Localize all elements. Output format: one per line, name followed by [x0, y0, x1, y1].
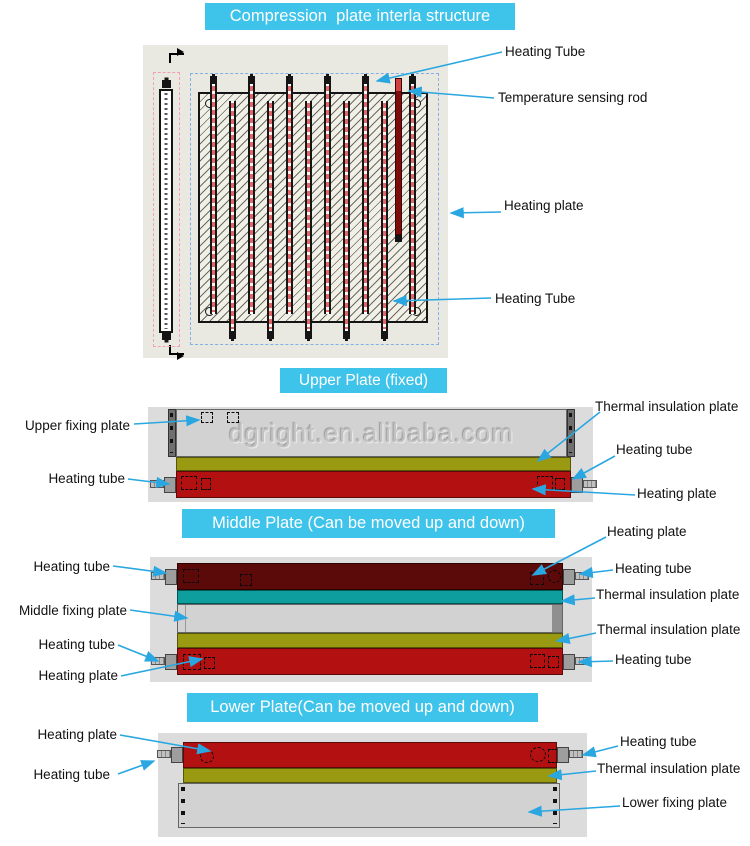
tick-marks	[181, 787, 185, 824]
thermal-insulation-graphic	[176, 457, 571, 471]
arrow-line	[449, 207, 502, 219]
heating-tube-label: Heating tube	[616, 442, 693, 457]
dashed-detail	[530, 572, 544, 585]
heating-tube-graphic	[362, 76, 369, 314]
dashed-detail	[204, 657, 215, 669]
heating-tube-label: Heating tube	[620, 734, 697, 749]
plate-end-cap	[552, 605, 562, 632]
heating-tube-label: Heating tube	[615, 561, 692, 576]
heating-plate-graphic	[183, 742, 558, 768]
watermark-text: dgright.en.alibaba.com	[228, 418, 515, 448]
heating-tube-graphic	[324, 76, 331, 314]
plate-end-cap	[567, 409, 575, 457]
dashed-detail	[201, 478, 211, 490]
lower-plate-banner: Lower Plate(Can be moved up and down)	[187, 693, 538, 722]
middle-plate-banner: Middle Plate (Can be moved up and down)	[182, 509, 555, 538]
thermal-insulation-graphic	[183, 768, 557, 783]
heating-tube-graphic	[343, 101, 350, 339]
heating-tube-graphic	[267, 101, 274, 339]
heating-plate-graphic	[177, 648, 563, 675]
tube-end-cap	[162, 80, 171, 88]
dashed-detail	[530, 747, 546, 762]
thermal-insulation-graphic	[177, 633, 563, 648]
top-technical-drawing	[143, 45, 448, 360]
section-mark-icon	[169, 345, 184, 360]
seam-line	[185, 605, 186, 632]
dashed-detail	[227, 412, 239, 423]
thermal-insulation-graphic	[177, 590, 563, 604]
heating-plate-label: Heating plate	[38, 668, 118, 683]
heating-tube-graphic	[210, 76, 217, 314]
heating-plate-graphic	[176, 471, 571, 498]
upper-fixing-plate-label: Upper fixing plate	[24, 418, 130, 433]
heating-tube-label: Heating tube	[33, 767, 110, 782]
dashed-detail	[548, 656, 559, 668]
heating-tube-connector	[571, 477, 597, 493]
dashed-detail	[537, 476, 553, 490]
tick-marks	[553, 787, 557, 824]
heating-tube-label: Heating tube	[38, 637, 115, 652]
heating-tube-graphic	[381, 101, 388, 339]
heating-plate-label: Heating plate	[637, 486, 717, 501]
dashed-detail	[201, 412, 213, 423]
dashed-detail	[183, 569, 199, 583]
heating-plate-graphic	[177, 563, 563, 590]
heating-tube-connector	[151, 654, 177, 670]
plate-end-cap	[168, 409, 176, 457]
thermal-insulation-plate-label: Thermal insulation plate	[595, 399, 739, 414]
heating-tube-graphic	[409, 76, 416, 314]
upper-fixing-plate-graphic: dgright.en.alibaba.com	[176, 409, 567, 457]
heating-plate-graphic	[198, 76, 428, 339]
upper-plate-diagram: dgright.en.alibaba.com	[148, 407, 597, 502]
temperature-sensing-rod-graphic	[395, 78, 402, 242]
thermal-insulation-plate-label: Thermal insulation plate	[597, 622, 741, 637]
dashed-detail	[530, 654, 545, 668]
heating-tube-label: Heating tube	[615, 652, 692, 667]
heating-tube-label: Heating Tube	[495, 291, 576, 306]
thermal-insulation-plate-label: Thermal insulation plate	[597, 761, 741, 776]
arrow-line	[117, 760, 156, 775]
heating-tube-label: Heating tube	[48, 471, 125, 486]
dashed-detail	[183, 654, 201, 670]
middle-plate-diagram	[150, 557, 592, 682]
middle-fixing-plate-label: Middle fixing plate	[18, 603, 127, 618]
temperature-sensing-rod-label: Temperature sensing rod	[498, 90, 648, 105]
heating-tube-graphic	[229, 101, 236, 339]
heating-tube-connector	[557, 747, 583, 763]
heating-tube-connector	[157, 747, 183, 763]
lower-plate-diagram	[157, 733, 587, 837]
heating-plate-label: Heating plate	[607, 524, 687, 539]
heating-tube-connector	[151, 569, 177, 585]
tube-end-cap	[162, 332, 171, 340]
heating-tube-graphic	[248, 76, 255, 314]
heating-tube-connector	[563, 654, 589, 670]
thermal-insulation-plate-label: Thermal insulation plate	[596, 587, 740, 602]
side-view-outline	[153, 72, 180, 347]
dashed-detail	[200, 750, 214, 763]
heating-plate-label: Heating plate	[504, 198, 584, 213]
middle-fixing-plate-graphic	[177, 604, 563, 633]
heating-tube-label: Heating Tube	[505, 44, 586, 59]
lower-fixing-plate-graphic	[178, 783, 560, 828]
lower-fixing-plate-label: Lower fixing plate	[622, 795, 728, 810]
dashed-detail	[555, 478, 565, 490]
dashed-detail	[181, 476, 197, 490]
dashed-detail	[548, 570, 561, 583]
title-banner: Compression plate interla structure	[205, 3, 515, 30]
section-mark-icon	[169, 48, 184, 63]
heating-tube-label: Heating tube	[33, 559, 110, 574]
heating-tube-connector	[150, 477, 176, 493]
plate-outline	[190, 73, 439, 345]
heating-plate-label: Heating plate	[37, 727, 117, 742]
heating-tube-connector	[563, 569, 589, 585]
arrow-line	[581, 745, 619, 758]
heating-tube-graphic	[286, 76, 293, 314]
heating-tube-graphic	[305, 101, 312, 339]
upper-plate-banner: Upper Plate (fixed)	[280, 368, 447, 393]
dashed-detail	[240, 574, 252, 586]
heating-tube-side-view	[159, 89, 173, 333]
